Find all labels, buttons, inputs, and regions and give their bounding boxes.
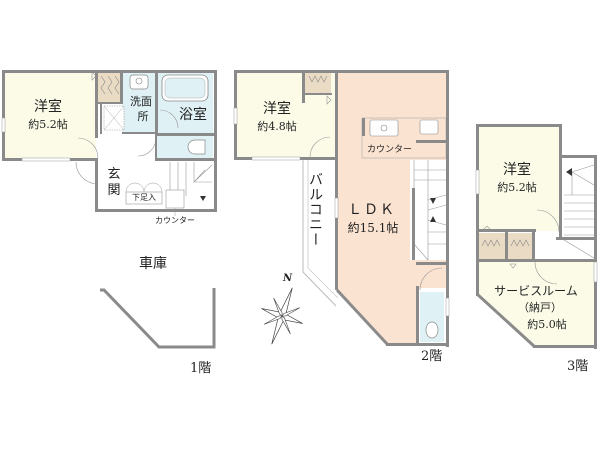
- floor1-shoe-storage-name: 下足入: [132, 193, 156, 202]
- compass-north-label: N: [283, 273, 293, 284]
- floor3-western-room-size: 約5.2帖: [497, 181, 537, 194]
- floor1-western-room-name: 洋室: [34, 99, 62, 115]
- floor1-entrance-name-line2: 関: [107, 183, 121, 198]
- floor1-bath-name: 浴室: [179, 107, 207, 123]
- floor2-balcony-name: バルコニー: [307, 172, 323, 247]
- floor3-service-room-sub: （納戸）: [518, 301, 562, 314]
- compass-rose-icon: [261, 287, 303, 345]
- floor3-service-room-name: サービスルーム: [494, 284, 578, 298]
- floor2-western-room-name: 洋室: [263, 101, 291, 117]
- floor1-entrance-name-line1: 玄: [107, 167, 121, 182]
- floor3-western-room-name: 洋室: [503, 162, 531, 178]
- floor2-plan: [233, 70, 450, 347]
- floor1-washroom-name-line2: 所: [137, 110, 149, 123]
- floor2-ldk-size: 約15.1帖: [347, 221, 399, 235]
- floor1-garage-name: 車庫: [139, 256, 167, 272]
- floor1-counter-note: カウンター: [155, 216, 195, 225]
- floor1-label: 1階: [190, 361, 212, 376]
- floor1-western-room-size: 約5.2帖: [28, 118, 68, 131]
- floor3-label: 3階: [567, 359, 589, 374]
- floor1-washroom-name-line1: 洗面: [130, 95, 152, 108]
- floor3-plan: [475, 124, 598, 349]
- floor2-western-room-size: 約4.8帖: [257, 120, 297, 133]
- floor1-plan: [1, 70, 217, 349]
- floor2-ldk-name: ＬＤＫ: [348, 202, 396, 218]
- floor3-service-room-size: 約5.0帖: [527, 318, 567, 331]
- floor2-counter-name: カウンター: [367, 145, 413, 155]
- floor2-label: 2階: [421, 349, 443, 364]
